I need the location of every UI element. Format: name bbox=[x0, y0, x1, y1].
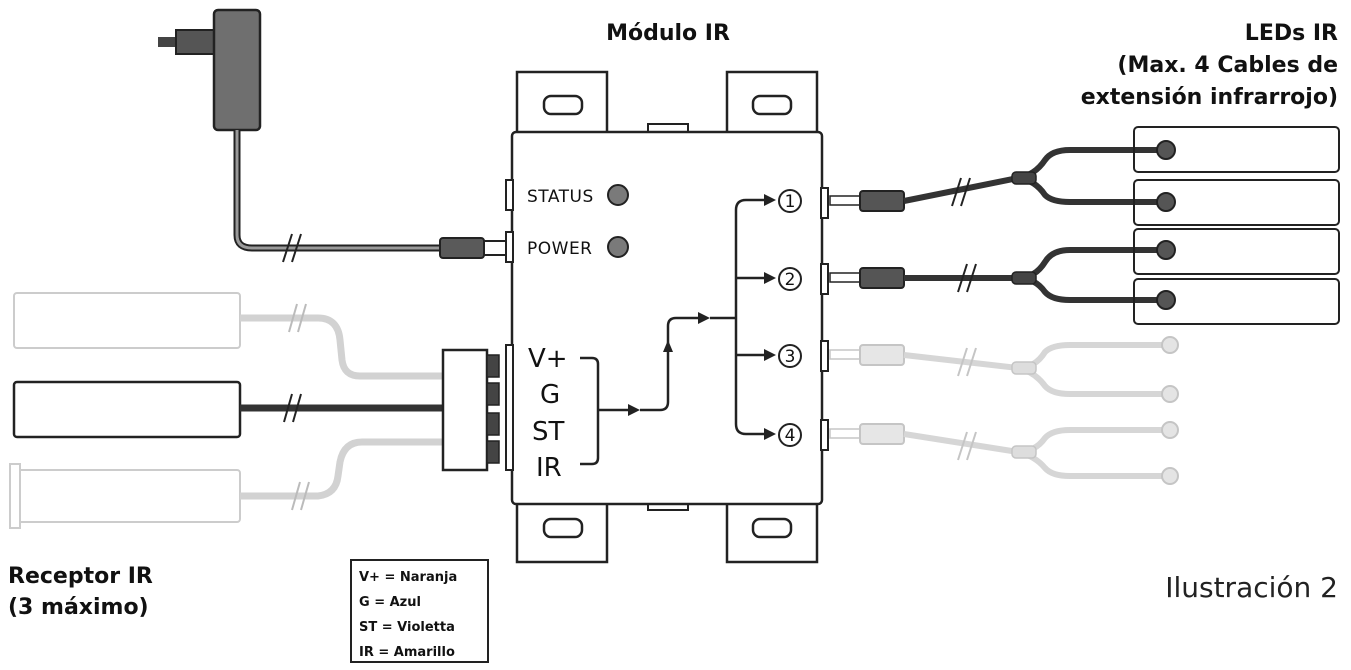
port-2-icon bbox=[778, 267, 802, 291]
ir-led-icon bbox=[1156, 192, 1176, 212]
port-distribution bbox=[734, 198, 770, 436]
power-plug bbox=[439, 237, 485, 259]
receiver-title-line1: Receptor IR bbox=[8, 564, 153, 589]
led-housing bbox=[1133, 228, 1340, 275]
ir-module: STATUS POWER V+ G ST IR 1 2 3 4 bbox=[505, 70, 829, 564]
cable-break-icon bbox=[282, 233, 293, 263]
port-4-icon bbox=[778, 423, 802, 447]
pin-label-st: ST bbox=[532, 417, 565, 447]
ir-receivers bbox=[9, 292, 500, 529]
pin-label-g: G bbox=[540, 380, 560, 410]
led-cable-3-optional bbox=[829, 336, 1179, 403]
ir-receiver-connected bbox=[12, 380, 443, 439]
legend-item-vplus: V+ = Naranja bbox=[359, 570, 457, 585]
legend-item-st: ST = Violetta bbox=[359, 620, 455, 635]
ir-led-cables bbox=[829, 126, 1340, 485]
led-housing bbox=[1133, 126, 1340, 173]
signal-route bbox=[640, 316, 705, 412]
module-body bbox=[510, 130, 824, 506]
ir-receiver-optional-bottom bbox=[9, 438, 443, 529]
leds-title-line1: LEDs IR bbox=[1245, 21, 1338, 46]
terminal-block bbox=[441, 348, 489, 472]
port-1-icon bbox=[778, 189, 802, 213]
receiver-title-line2: (3 máximo) bbox=[8, 595, 149, 620]
status-label: STATUS bbox=[527, 187, 594, 207]
legend-item-g: G = Azul bbox=[359, 595, 421, 610]
port-3-icon bbox=[778, 344, 802, 368]
power-cable bbox=[233, 130, 450, 252]
power-adapter bbox=[158, 8, 513, 263]
pin-label-ir: IR bbox=[536, 453, 562, 483]
plug-neck bbox=[175, 29, 217, 55]
led-housing bbox=[1133, 278, 1340, 325]
module-title: Módulo IR bbox=[606, 21, 730, 46]
power-led-icon bbox=[607, 236, 629, 258]
leds-title-line3: extensión infrarrojo) bbox=[1081, 85, 1338, 110]
port-3-label: 3 bbox=[785, 347, 796, 367]
led-cable-4-optional bbox=[829, 421, 1179, 485]
pin-label-vplus: V+ bbox=[528, 344, 568, 374]
status-led-icon bbox=[607, 184, 629, 206]
port-2-label: 2 bbox=[785, 270, 796, 290]
port-4-label: 4 bbox=[785, 426, 796, 446]
ir-led-icon bbox=[1156, 290, 1176, 310]
leds-title-line2: (Max. 4 Cables de bbox=[1117, 53, 1338, 78]
plug-pin-icon bbox=[158, 37, 186, 47]
power-label: POWER bbox=[527, 239, 593, 259]
ir-led-icon bbox=[1156, 140, 1176, 160]
led-cable-2 bbox=[829, 240, 1176, 310]
figure-caption: Ilustración 2 bbox=[1165, 571, 1338, 604]
led-cable-1 bbox=[829, 140, 1176, 212]
legend-item-ir: IR = Amarillo bbox=[359, 645, 455, 660]
color-legend: V+ = Naranja G = Azul ST = Violetta IR =… bbox=[350, 559, 489, 663]
port-1-label: 1 bbox=[785, 192, 796, 212]
ir-receiver-optional-top bbox=[13, 292, 443, 380]
led-housing bbox=[1133, 179, 1340, 226]
ir-led-icon bbox=[1156, 240, 1176, 260]
adapter-body bbox=[212, 8, 262, 132]
